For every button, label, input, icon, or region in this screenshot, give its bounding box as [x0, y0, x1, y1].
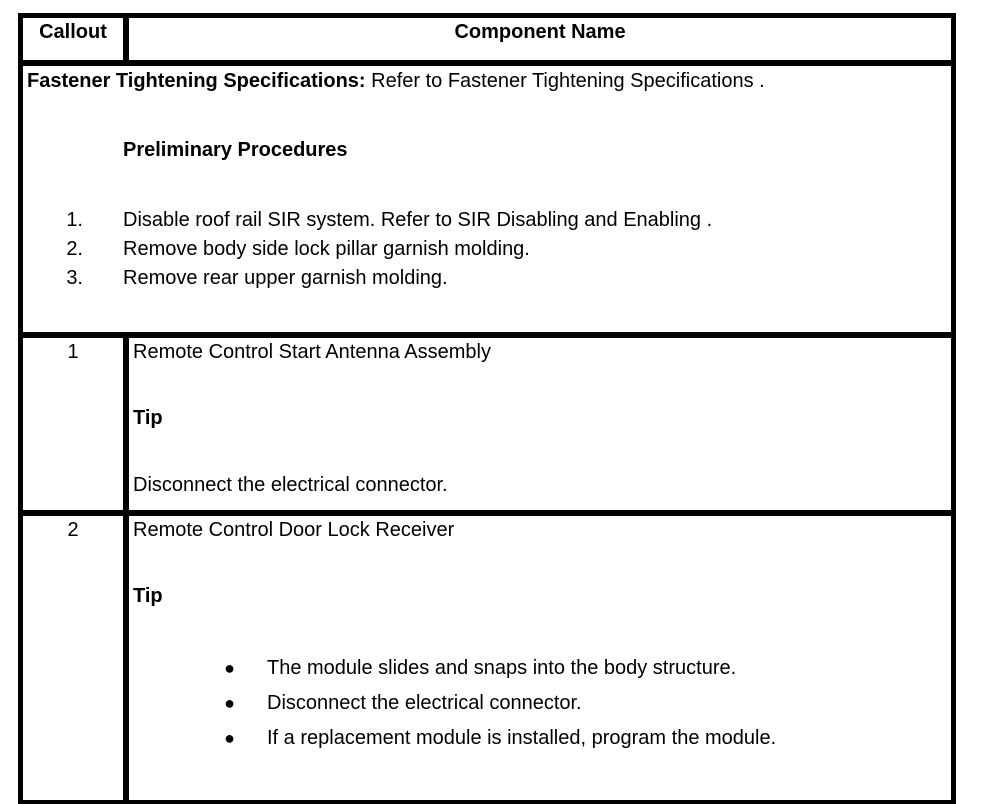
component-name: Remote Control Door Lock Receiver [133, 519, 455, 541]
list-item: 2. Remove body side lock pillar garnish … [27, 235, 947, 264]
list-item: 1. Disable roof rail SIR system. Refer t… [27, 206, 947, 235]
preliminary-cell: Fastener Tightening Specifications: Refe… [20, 63, 954, 335]
step-number: 2. [66, 238, 83, 260]
component-name: Remote Control Start Antenna Assembly [133, 341, 491, 363]
component-spec-table: Callout Component Name Fastener Tighteni… [18, 13, 956, 804]
list-item: ● The module slides and snaps into the b… [133, 651, 947, 686]
bullet-icon: ● [224, 658, 235, 678]
bullet-icon: ● [224, 693, 235, 713]
step-number: 3. [66, 267, 83, 289]
list-item: 3. Remove rear upper garnish molding. [27, 264, 947, 293]
tip-label: Tip [133, 585, 163, 607]
fastener-spec-text: Refer to Fastener Tightening Specificati… [365, 70, 765, 92]
list-item: ● If a replacement module is installed, … [133, 721, 947, 756]
callout-2-row: 2 Remote Control Door Lock Receiver Tip … [20, 513, 954, 803]
fastener-spec-label: Fastener Tightening Specifications: [27, 70, 366, 92]
bullet-icon: ● [224, 728, 235, 748]
preliminary-steps-list: 1. Disable roof rail SIR system. Refer t… [27, 206, 947, 293]
step-text: Disable roof rail SIR system. Refer to S… [123, 209, 713, 231]
bullet-text: The module slides and snaps into the bod… [267, 657, 737, 679]
preliminary-row: Fastener Tightening Specifications: Refe… [20, 63, 954, 335]
table-header-row: Callout Component Name [20, 15, 954, 63]
callout-2-number: 2 [20, 513, 126, 803]
callout-1-number: 1 [20, 335, 126, 513]
step-text: Remove body side lock pillar garnish mol… [123, 238, 530, 260]
tip-text: Disconnect the electrical connector. [133, 474, 448, 496]
callout-1-details: Remote Control Start Antenna Assembly Ti… [126, 335, 954, 513]
tip-label: Tip [133, 407, 163, 429]
list-item: ● Disconnect the electrical connector. [133, 686, 947, 721]
header-callout: Callout [20, 15, 126, 63]
header-component-name: Component Name [126, 15, 954, 63]
callout-2-details: Remote Control Door Lock Receiver Tip ● … [126, 513, 954, 803]
callout-1-row: 1 Remote Control Start Antenna Assembly … [20, 335, 954, 513]
tip-bullets-list: ● The module slides and snaps into the b… [133, 651, 947, 756]
bullet-text: If a replacement module is installed, pr… [267, 727, 777, 749]
step-text: Remove rear upper garnish molding. [123, 267, 448, 289]
fastener-spec-line: Fastener Tightening Specifications: Refe… [27, 68, 947, 94]
step-number: 1. [66, 209, 83, 231]
preliminary-procedures-title: Preliminary Procedures [123, 139, 348, 161]
bullet-text: Disconnect the electrical connector. [267, 692, 582, 714]
